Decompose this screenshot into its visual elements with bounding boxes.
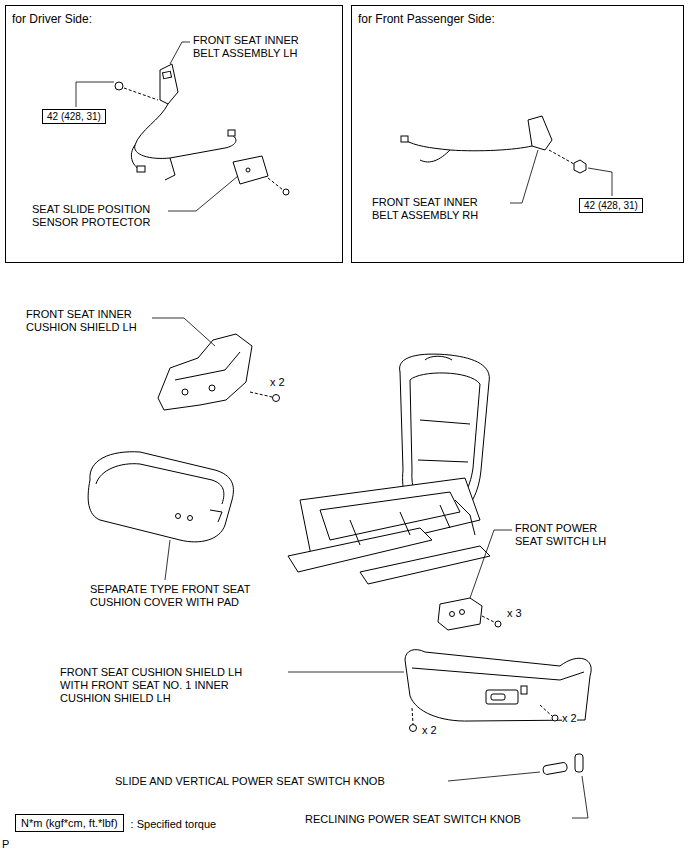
part-name: FRONT SEAT INNER CUSHION SHIELD LH [26, 308, 152, 334]
cushion-shield [405, 650, 591, 732]
box-text: for Front Passenger Side: [358, 12, 495, 26]
cushion-pad [88, 452, 233, 542]
view-panel: for Front Passenger Side: 42 (428, 31) [351, 5, 684, 263]
sensor-protector [233, 156, 289, 195]
part-name: SEAT SLIDE POSITION SENSOR PROTECTOR [32, 203, 166, 229]
box-text: 42 (428, 31) [47, 111, 101, 122]
quantity-label: x 2 [270, 376, 285, 389]
part-name: RECLINING POWER SEAT SWITCH KNOB [305, 813, 521, 826]
box-text: 42 (428, 31) [584, 200, 638, 211]
power-seat-switch [438, 598, 501, 630]
quantity-label: x 3 [507, 607, 522, 620]
part-name: SEPARATE TYPE FRONT SEAT CUSHION COVER W… [90, 583, 282, 609]
torque-box: 42 (428, 31) [579, 198, 643, 213]
torque-legend: N*m (kgf*cm, ft.*lbf): Specified torque [15, 814, 124, 832]
box-text: for Driver Side: [12, 12, 92, 26]
inner-belt-lh [115, 64, 236, 180]
part-name: FRONT SEAT INNER BELT ASSEMBLY LH [193, 34, 318, 60]
switch-knobs [542, 754, 583, 775]
seat-assembly [288, 354, 490, 584]
quantity-label: x 2 [562, 712, 577, 725]
box-text: N*m (kgf*cm, ft.*lbf) [21, 817, 118, 829]
box-note: : Specified torque [131, 818, 217, 830]
part-name: FRONT SEAT INNER BELT ASSEMBLY RH [372, 196, 500, 222]
torque-box: 42 (428, 31) [42, 109, 106, 124]
inner-belt-rh [401, 116, 586, 173]
part-name: FRONT SEAT CUSHION SHIELD LH WITH FRONT … [60, 666, 266, 705]
part-name: FRONT POWER SEAT SWITCH LH [515, 522, 621, 548]
part-name: SLIDE AND VERTICAL POWER SEAT SWITCH KNO… [115, 775, 385, 788]
inner-cushion-shield [158, 334, 280, 410]
page-mark: P [2, 838, 9, 851]
quantity-label: x 2 [422, 724, 437, 737]
